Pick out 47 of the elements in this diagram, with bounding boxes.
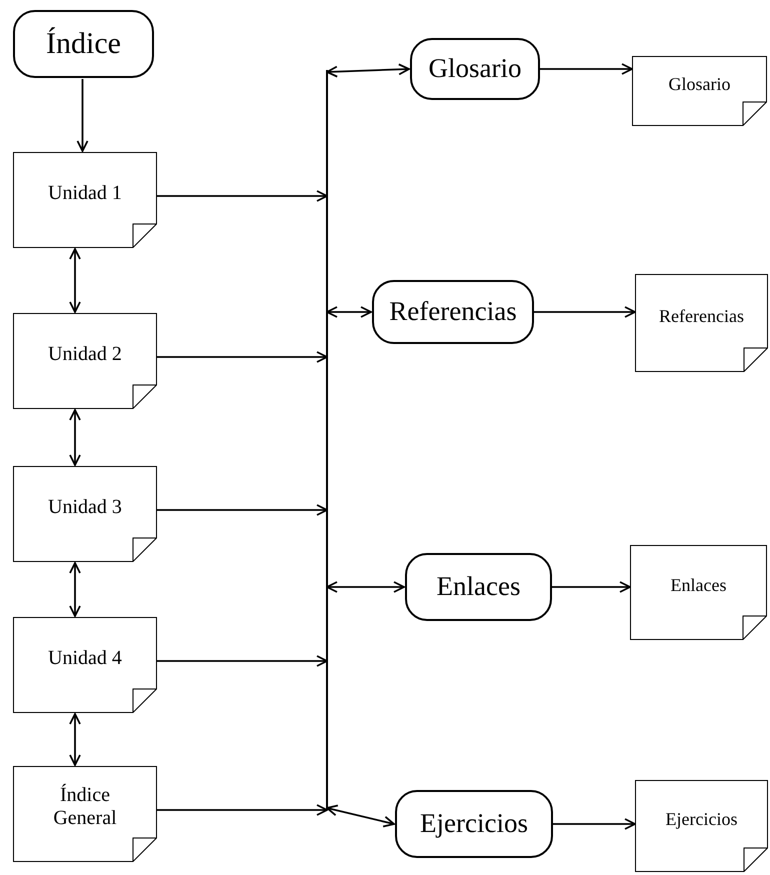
node-label: Enlaces <box>436 571 520 603</box>
arrow <box>157 190 328 202</box>
arrow <box>552 581 631 593</box>
node-label: Referencias <box>659 306 744 326</box>
arrow <box>69 713 81 766</box>
arrow <box>157 655 328 667</box>
document-shape <box>632 56 767 126</box>
arrow <box>157 804 328 816</box>
terminal-box <box>410 38 540 100</box>
node-label: Índice <box>46 26 121 62</box>
arrow <box>69 409 81 466</box>
node-label: Ejercicios <box>666 808 738 830</box>
arrow <box>157 351 328 363</box>
arrow <box>69 248 81 313</box>
node-label: Unidad 2 <box>48 342 122 366</box>
arrow <box>553 818 636 830</box>
document-shape <box>13 152 157 248</box>
node-label: Enlaces <box>670 575 726 596</box>
arrow <box>69 562 81 617</box>
arrow <box>326 63 410 78</box>
document-shape <box>630 545 767 640</box>
node-label: Unidad 4 <box>48 646 122 670</box>
document-shape <box>13 313 157 409</box>
node-label: Ejercicios <box>420 808 528 840</box>
document-shape <box>13 766 157 862</box>
bus-line <box>326 70 328 810</box>
arrow <box>326 804 395 828</box>
terminal-box <box>395 790 553 858</box>
node-label: Glosario <box>668 74 730 94</box>
arrow <box>540 63 633 75</box>
document-shape <box>13 617 157 713</box>
document-shape <box>13 466 157 562</box>
arrow <box>534 306 636 318</box>
terminal-box <box>405 553 552 621</box>
arrow <box>157 504 328 516</box>
node-label: Glosario <box>428 53 522 85</box>
arrow <box>326 581 405 593</box>
arrow <box>326 306 372 318</box>
node-label: Índice General <box>52 784 118 830</box>
node-label: Referencias <box>389 296 517 328</box>
document-shape <box>635 274 768 372</box>
terminal-box <box>13 10 154 78</box>
terminal-box <box>372 280 534 344</box>
document-shape <box>635 780 768 872</box>
node-label: Unidad 1 <box>48 182 122 204</box>
node-label: Unidad 3 <box>48 496 122 518</box>
arrow <box>76 79 88 152</box>
